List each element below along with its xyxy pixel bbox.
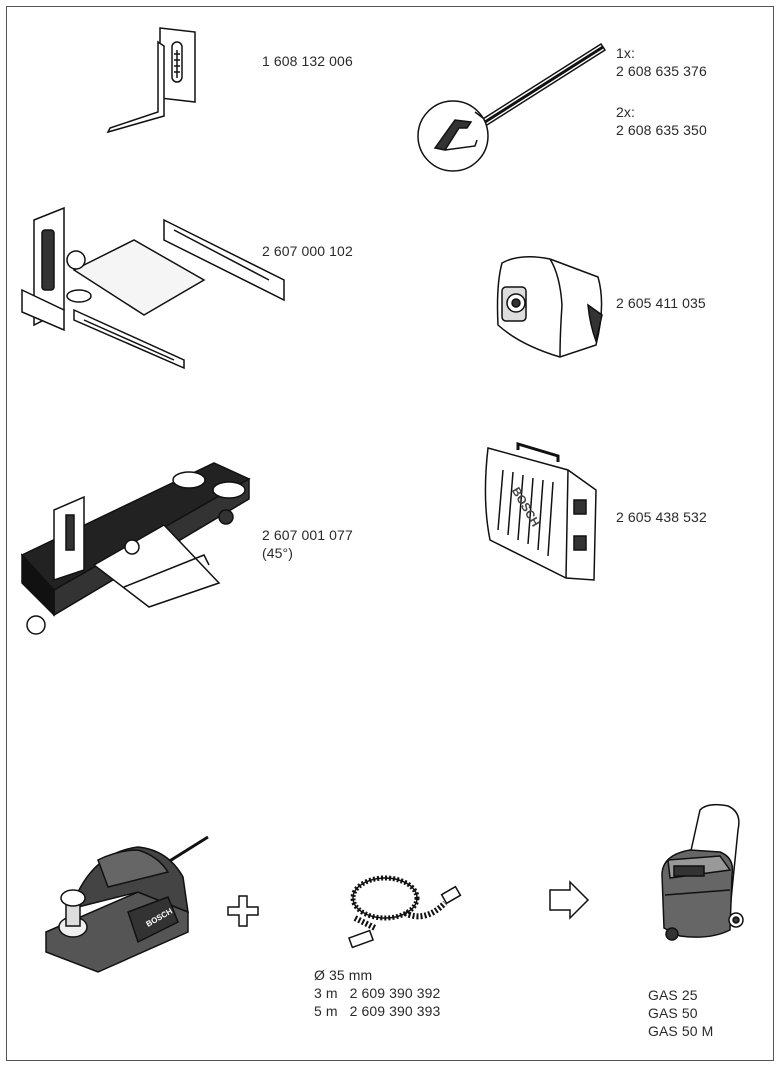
carrying-case-illustration: BOSCH — [478, 440, 603, 590]
part-number-label: 2 605 411 035 — [616, 295, 706, 311]
parallel-guide-illustration — [14, 200, 294, 370]
guide-strip-illustration — [415, 36, 615, 176]
extraction-hose-illustration — [345, 868, 465, 953]
chip-bag-illustration — [490, 245, 610, 365]
part-number-label: 2 607 001 077 — [262, 527, 353, 543]
vacuum-model-label: GAS 25 — [648, 987, 698, 1003]
vacuum-cleaner-illustration — [650, 800, 750, 945]
angle-guide-illustration — [14, 455, 264, 645]
hose-5m-part-label: 5 m 2 609 390 393 — [314, 1003, 441, 1019]
page-frame — [6, 6, 774, 1061]
planer-illustration: BOSCH — [38, 832, 218, 977]
part-number-label: 2 607 000 102 — [262, 243, 353, 259]
vacuum-model-label: GAS 50 — [648, 1005, 698, 1021]
angle-note-label: (45°) — [262, 545, 293, 561]
part-number-label: 2 605 438 532 — [616, 509, 707, 525]
part-number-label: 1 608 132 006 — [262, 53, 353, 69]
vacuum-model-label: GAS 50 M — [648, 1023, 714, 1039]
quantity-2x-label: 2x: — [616, 104, 635, 120]
plus-icon — [226, 894, 260, 928]
hose-3m-part-label: 3 m 2 609 390 392 — [314, 985, 441, 1001]
part-number-label: 2 608 635 376 — [616, 63, 707, 79]
hook-bracket-illustration — [100, 20, 210, 140]
part-number-label: 2 608 635 350 — [616, 122, 707, 138]
arrow-right-icon — [548, 880, 590, 920]
hose-diameter-label: Ø 35 mm — [314, 967, 373, 983]
quantity-1x-label: 1x: — [616, 45, 635, 61]
